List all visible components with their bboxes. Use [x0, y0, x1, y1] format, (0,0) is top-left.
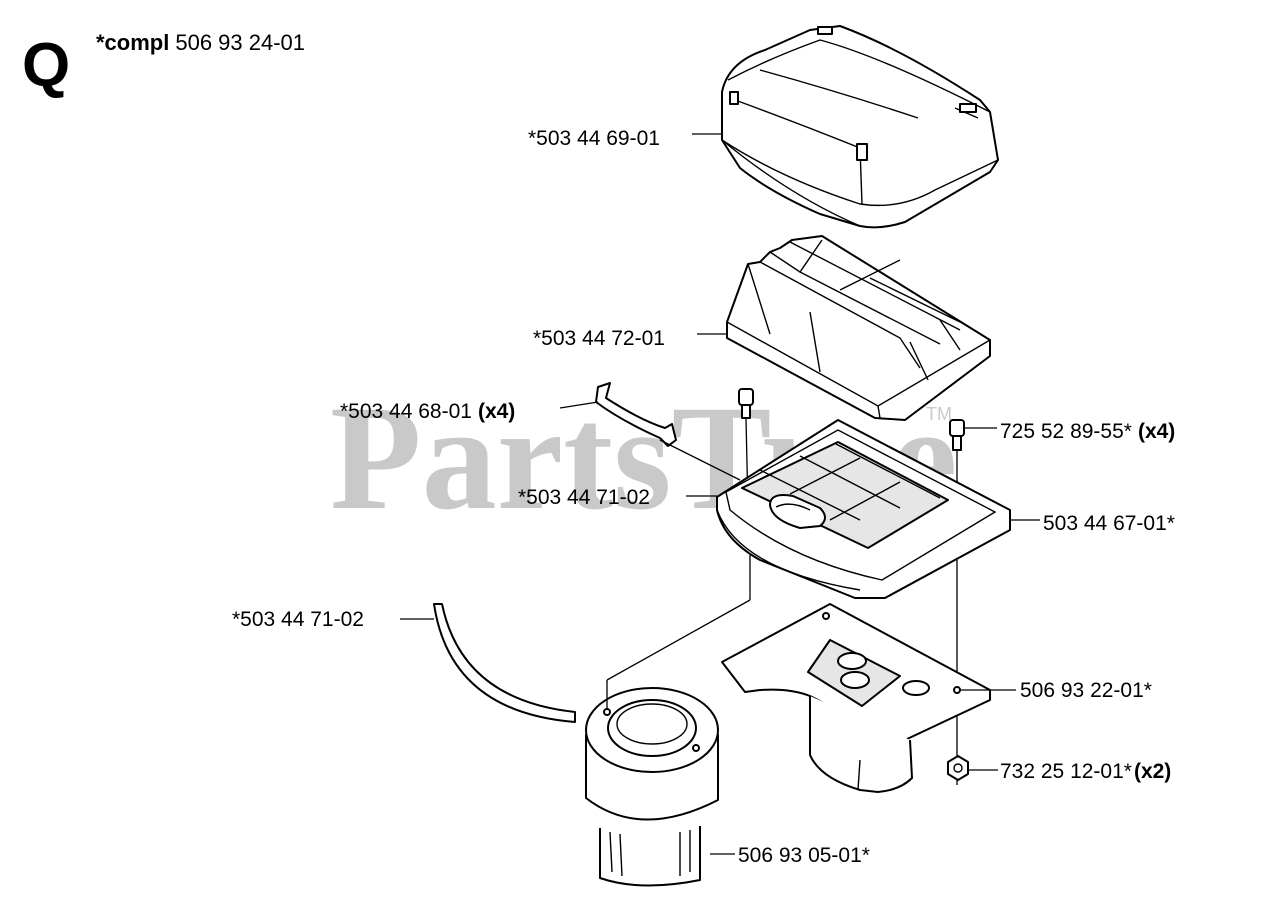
label-cover: *503 44 69-01	[528, 127, 660, 150]
label-screw-qty: (x4)	[1138, 420, 1175, 443]
label-clip-number: *503 44 68-01	[340, 400, 472, 423]
bracket-part[interactable]	[721, 603, 991, 793]
holder-part[interactable]	[716, 419, 1011, 599]
label-holder: 503 44 67-01*	[1043, 512, 1175, 535]
label-seal-upper: *503 44 71-02	[518, 486, 650, 509]
filter-part[interactable]	[726, 235, 991, 421]
label-clip: *503 44 68-01 (x4)	[340, 400, 515, 423]
screw-right-part[interactable]	[949, 419, 965, 510]
label-nut-qty: (x2)	[1134, 760, 1171, 783]
prefilter-part[interactable]	[585, 680, 719, 887]
assembly-prefix: *compl	[96, 30, 169, 55]
nut-part[interactable]	[947, 755, 969, 781]
cover-part[interactable]	[721, 25, 999, 229]
clip-part[interactable]	[595, 382, 741, 481]
label-nut: 732 25 12-01*(x2)	[1000, 760, 1171, 783]
watermark-tm: TM	[926, 404, 952, 424]
label-clip-qty: (x4)	[478, 400, 515, 423]
label-filter: *503 44 72-01	[533, 327, 665, 350]
assembly-code: 506 93 24-01	[175, 30, 305, 55]
label-prefilter: 506 93 05-01*	[738, 844, 870, 867]
label-seal-lower: *503 44 71-02	[232, 608, 364, 631]
section-letter: Q	[22, 31, 70, 100]
label-nut-number: 732 25 12-01*	[1000, 760, 1132, 783]
label-screw: 725 52 89-55* (x4)	[1000, 420, 1175, 443]
leader-lines	[400, 133, 1040, 855]
seal-part[interactable]	[433, 603, 576, 723]
label-screw-number: 725 52 89-55*	[1000, 420, 1132, 443]
label-bracket: 506 93 22-01*	[1020, 679, 1152, 702]
